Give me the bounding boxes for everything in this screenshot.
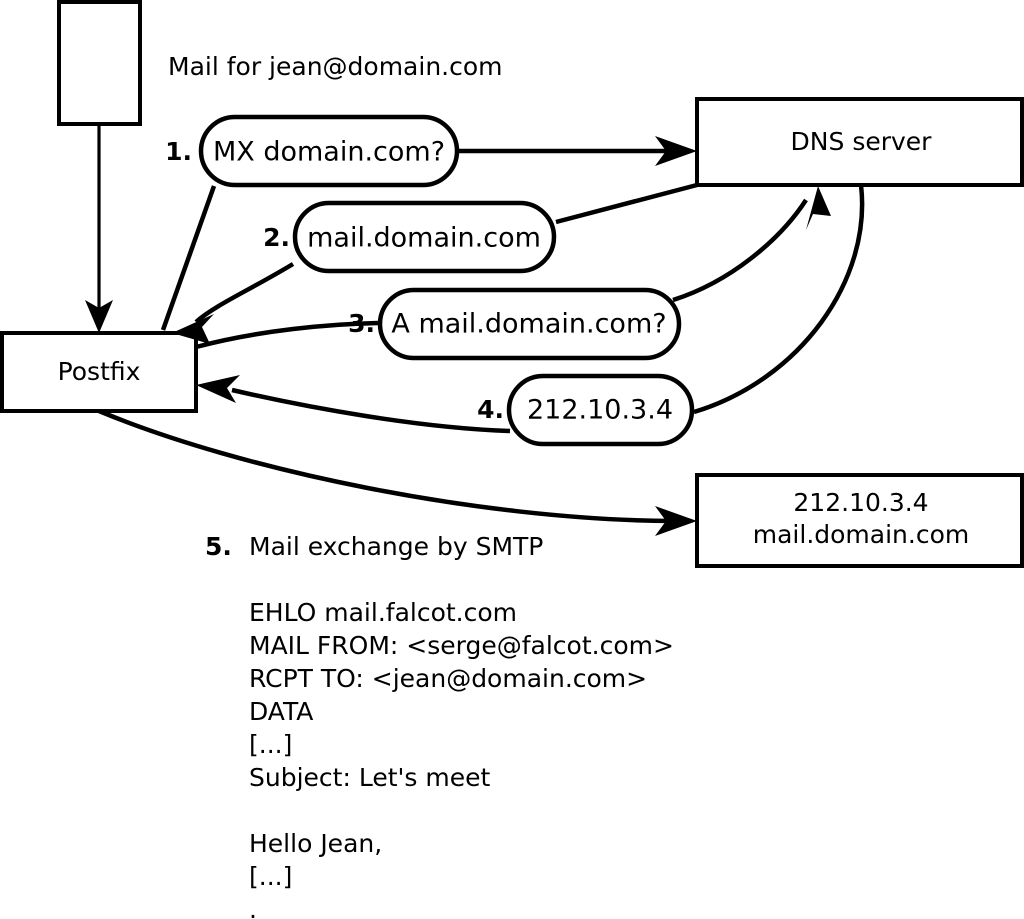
step4-bubble-label: 212.10.3.4 xyxy=(527,395,673,426)
step3-to-dns-line xyxy=(672,198,808,303)
step5-smtp-arrowhead xyxy=(655,506,697,536)
smtp-line-4: DATA xyxy=(249,697,313,726)
destination-box xyxy=(695,473,1024,568)
sender-to-postfix-arrowhead xyxy=(85,300,113,333)
postfix-box xyxy=(0,331,198,413)
smtp-line-9: [...] xyxy=(249,862,292,891)
smtp-line-8: Hello Jean, xyxy=(249,829,382,858)
step1-number: 1. xyxy=(165,137,192,166)
dns-server-box xyxy=(695,97,1024,187)
smtp-line-6: Subject: Let's meet xyxy=(249,763,490,792)
destination-box-ip: 212.10.3.4 xyxy=(793,488,928,517)
step3-bubble-label: A mail.domain.com? xyxy=(391,309,666,340)
step5-smtp-line xyxy=(98,408,673,524)
step2-to-postfix-line xyxy=(194,262,295,324)
step3-bubble xyxy=(377,287,682,361)
page-title: Mail for jean@domain.com xyxy=(168,52,503,81)
step4-from-dns-line xyxy=(693,184,865,415)
smtp-line-10: . xyxy=(249,895,257,919)
dns-server-box-label: DNS server xyxy=(791,127,933,156)
destination-box-hostname: mail.domain.com xyxy=(753,520,969,549)
step4-bubble xyxy=(506,373,695,447)
smtp-line-2: MAIL FROM: <serge@falcot.com> xyxy=(249,631,674,660)
step5-number: 5. xyxy=(205,532,232,561)
step1-bubble xyxy=(198,114,460,188)
step2-bubble-label: mail.domain.com xyxy=(307,223,541,254)
sender-box xyxy=(57,0,142,126)
step4-to-postfix-arrowhead xyxy=(196,375,240,403)
step4-to-postfix-line xyxy=(231,387,511,434)
step3-from-postfix-line xyxy=(195,320,379,350)
step2-from-dns-line xyxy=(555,182,698,225)
step2-to-postfix-arrowhead xyxy=(172,314,214,344)
postfix-box-label: Postfix xyxy=(58,357,141,386)
step1-tail-line xyxy=(160,185,217,331)
step4-number: 4. xyxy=(477,395,504,424)
step1-to-dns-arrowhead xyxy=(655,136,697,166)
smtp-line-3: RCPT TO: <jean@domain.com> xyxy=(249,664,647,693)
step3-to-dns-arrowhead xyxy=(806,186,831,230)
step3-number: 3. xyxy=(348,309,375,338)
smtp-line-5: [...] xyxy=(249,730,292,759)
smtp-line-1: EHLO mail.falcot.com xyxy=(249,598,517,627)
step5-heading: Mail exchange by SMTP xyxy=(249,532,543,561)
step2-bubble xyxy=(292,200,557,274)
step1-bubble-label: MX domain.com? xyxy=(213,137,445,168)
step2-number: 2. xyxy=(263,223,290,252)
